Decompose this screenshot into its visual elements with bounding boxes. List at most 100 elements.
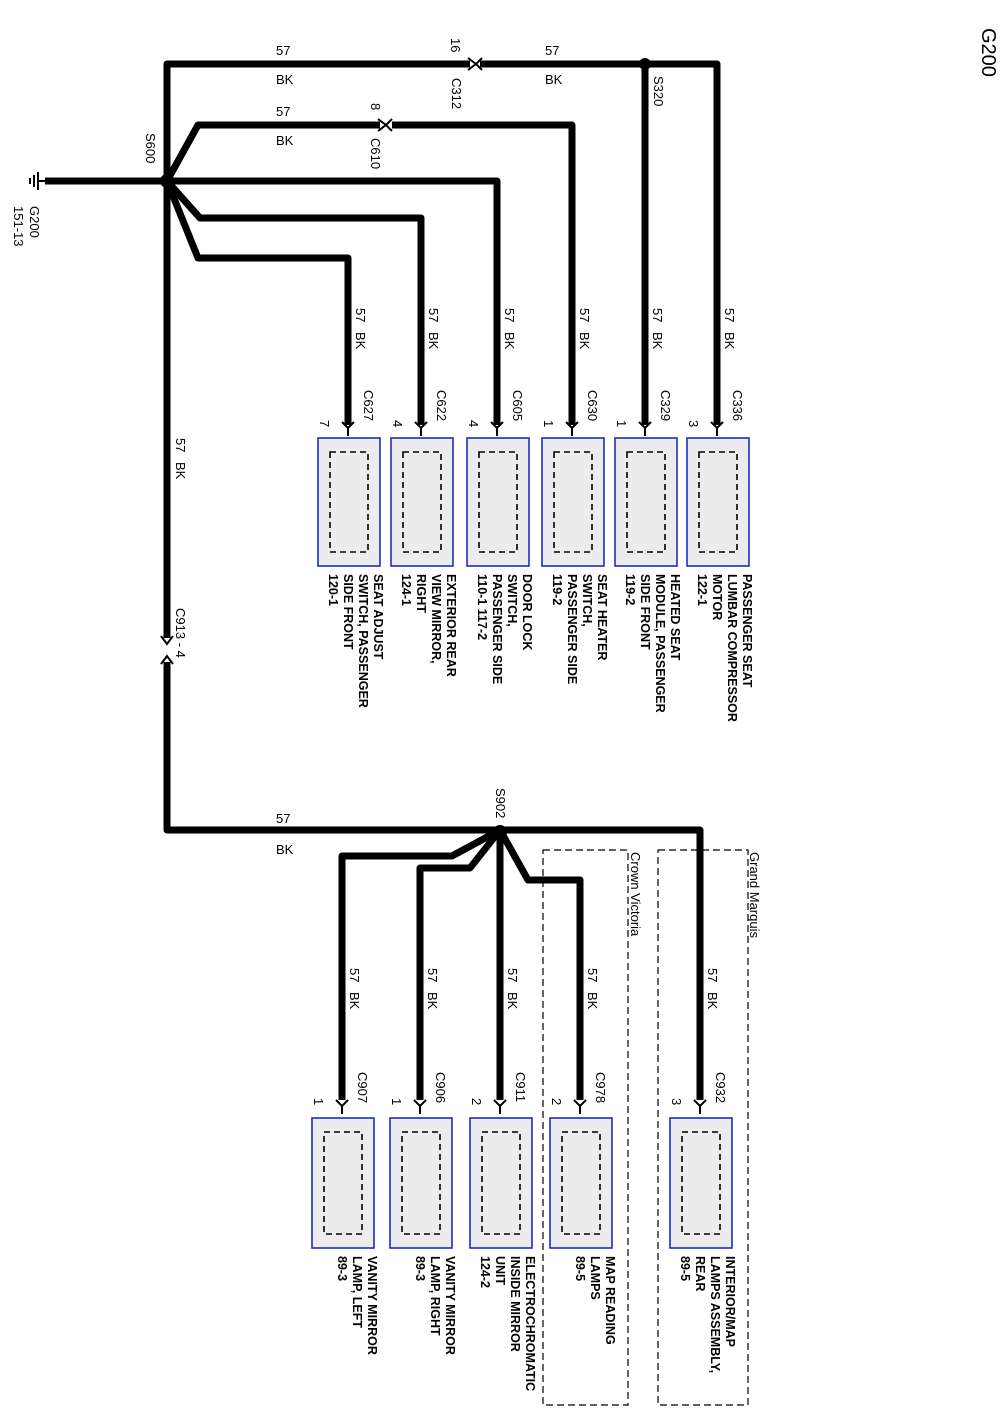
component-box bbox=[390, 437, 454, 567]
wire-color-label: BK bbox=[276, 842, 294, 857]
wire-color-label: BK bbox=[276, 133, 294, 148]
component-description: 124-2 bbox=[478, 1256, 492, 1288]
wire-circuit-label: 57 bbox=[426, 308, 441, 322]
c610-pin: 8 bbox=[368, 103, 383, 110]
connector-symbol bbox=[573, 1099, 587, 1108]
connector-label: C907 bbox=[355, 1072, 370, 1103]
connector-symbol bbox=[493, 1099, 507, 1108]
wire-circuit-label: 57 bbox=[577, 308, 592, 322]
inline-connector-c913 bbox=[160, 635, 174, 665]
connector-symbol bbox=[413, 1099, 427, 1108]
component-description: 119-2 bbox=[550, 574, 564, 605]
crown-victoria-label: Crown Victoria bbox=[628, 852, 643, 937]
splice-s902-label: S902 bbox=[493, 788, 508, 818]
component-description: 110-1 117-2 bbox=[475, 574, 489, 640]
wire-circuit-label: 57 bbox=[173, 438, 188, 452]
wire-color-label: BK bbox=[502, 332, 517, 350]
wire-color-label: BK bbox=[650, 332, 665, 350]
pin-number: 3 bbox=[686, 420, 701, 427]
connector-label: C911 bbox=[513, 1072, 528, 1102]
component-box bbox=[317, 437, 381, 567]
component-description: 89-5 bbox=[573, 1256, 587, 1281]
crown-victoria-zone bbox=[542, 849, 629, 1406]
component-description: SEAT HEATER bbox=[595, 574, 609, 660]
component-box bbox=[466, 437, 530, 567]
component-box bbox=[614, 437, 678, 567]
component-description: SIDE FRONT bbox=[341, 574, 355, 650]
component-dashed-box bbox=[329, 451, 369, 553]
splice-s320-label: S320 bbox=[651, 76, 666, 106]
connector-label: C336 bbox=[730, 390, 745, 421]
component-description: DOOR LOCK bbox=[520, 574, 534, 650]
component-dashed-box bbox=[626, 451, 666, 553]
component-description: VANITY MIRROR bbox=[443, 1256, 457, 1355]
wire-color-label: BK bbox=[426, 332, 441, 350]
component-description: 122-1 bbox=[695, 574, 709, 606]
wire-circuit-label: 57 bbox=[502, 308, 517, 322]
wire-circuit-label: 57 bbox=[425, 968, 440, 982]
component-description: SWITCH, bbox=[505, 574, 519, 627]
pin-number: 1 bbox=[614, 420, 629, 427]
component-box bbox=[669, 1117, 733, 1249]
component-description: SEAT ADJUST bbox=[371, 574, 385, 660]
connector-symbol bbox=[335, 1099, 349, 1108]
component-dashed-box bbox=[553, 451, 593, 553]
pin-number: 4 bbox=[390, 420, 405, 427]
component-description: MODULE, PASSENGER bbox=[653, 574, 667, 713]
c312-label: C312 bbox=[449, 78, 464, 109]
component-description: EXTERIOR REAR bbox=[444, 574, 458, 677]
wire-circuit-label: 57 bbox=[353, 308, 368, 322]
connector-label: C932 bbox=[713, 1072, 728, 1103]
upper-harness-wires bbox=[45, 60, 721, 834]
connector-symbol bbox=[693, 1099, 707, 1108]
component-description: 119-2 bbox=[623, 574, 637, 605]
wire-circuit-label: 57 bbox=[505, 968, 520, 982]
component-dashed-box bbox=[402, 451, 442, 553]
component-box bbox=[686, 437, 750, 567]
component-description: RIGHT bbox=[414, 574, 428, 613]
component-description: LAMPS ASSEMBLY, bbox=[708, 1256, 722, 1373]
splice-s320-dot bbox=[639, 58, 651, 70]
connector-label: C329 bbox=[658, 390, 673, 421]
pin-number: 1 bbox=[311, 1098, 326, 1105]
component-description: INSIDE MIRROR bbox=[508, 1256, 522, 1352]
component-description: LAMPS bbox=[588, 1256, 602, 1300]
component-box bbox=[549, 1117, 613, 1249]
component-description: PASSENGER SIDE bbox=[565, 574, 579, 684]
component-description: HEATED SEAT bbox=[668, 574, 682, 661]
wire-circuit-label: 57 bbox=[276, 811, 290, 826]
wire-circuit-label: 57 bbox=[722, 308, 737, 322]
component-dashed-box bbox=[478, 451, 518, 553]
component-description: 89-3 bbox=[335, 1256, 349, 1281]
splice-s902-dot bbox=[493, 825, 507, 839]
wire-circuit-label: 57 bbox=[276, 43, 290, 58]
component-description: ELECTROCHROMATIC bbox=[523, 1256, 537, 1391]
component-description: SIDE FRONT bbox=[638, 574, 652, 650]
component-description: SWITCH, PASSENGER bbox=[356, 574, 370, 708]
connector-label: C627 bbox=[361, 390, 376, 421]
component-description: REAR bbox=[693, 1256, 707, 1291]
c913-label: C913 - 4 bbox=[173, 608, 188, 658]
pin-number: 1 bbox=[389, 1098, 404, 1105]
component-box bbox=[311, 1117, 375, 1249]
component-description: MOTOR bbox=[710, 574, 724, 620]
component-description: PASSENGER SIDE bbox=[490, 574, 504, 684]
component-box bbox=[469, 1117, 533, 1249]
pin-number: 2 bbox=[469, 1098, 484, 1105]
connector-label: C978 bbox=[593, 1072, 608, 1103]
wire-color-label: BK bbox=[722, 332, 737, 350]
connector-label: C630 bbox=[585, 390, 600, 421]
grand-marquis-zone bbox=[657, 849, 749, 1406]
component-description: PASSENGER SEAT bbox=[740, 574, 754, 688]
component-description: LAMP, RIGHT bbox=[428, 1256, 442, 1336]
wire-color-label: BK bbox=[545, 72, 563, 87]
component-description: SWITCH, bbox=[580, 574, 594, 627]
